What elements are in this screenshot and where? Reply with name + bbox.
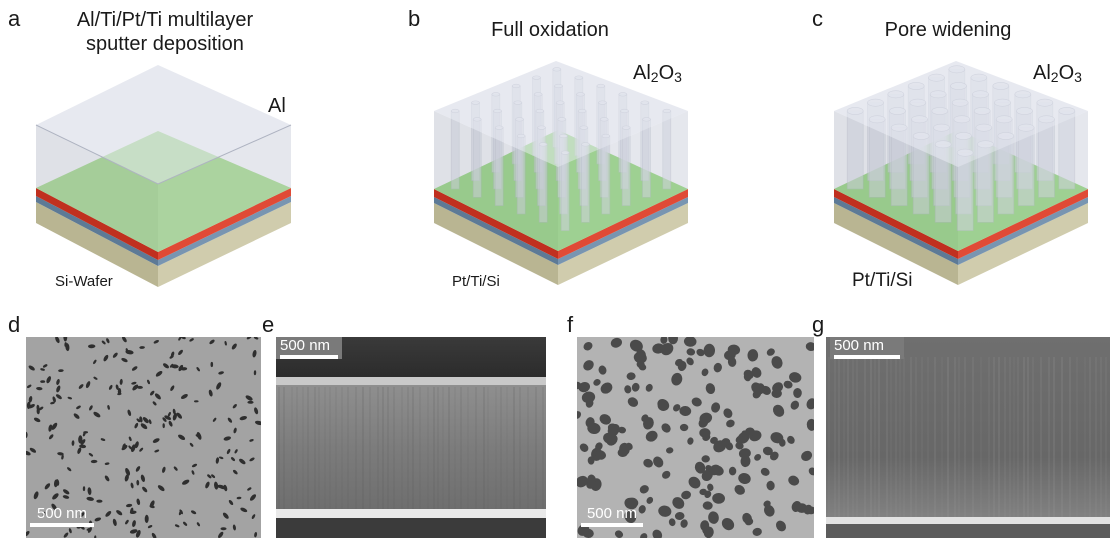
sem-g-crosssection <box>826 337 1110 538</box>
sem-image-f: 500 nm <box>577 337 814 538</box>
scale-bar-d-label: 500 nm <box>36 505 88 522</box>
bottom-label-c: Pt/Ti/Si <box>852 270 913 291</box>
al-block-right <box>158 125 291 252</box>
sem-image-e: 500 nm <box>276 337 546 538</box>
layer-label-al2o3-c: Al2O3 <box>1033 62 1082 85</box>
blue-layer-left <box>36 196 158 266</box>
panel-a-title-line2: sputter deposition <box>86 33 244 55</box>
schematic-c <box>834 61 1088 285</box>
sem-image-d: 500 nm <box>26 337 261 538</box>
bottom-label-b: Pt/Ti/Si <box>452 273 500 290</box>
red-layer-right <box>158 188 291 260</box>
schematic-a <box>35 65 292 287</box>
sem-d-pores <box>26 337 261 538</box>
scale-bar-d: 500 nm <box>30 505 94 527</box>
scale-bar-f-label: 500 nm <box>586 505 638 522</box>
panel-letter-g: g <box>812 312 825 337</box>
panel-c-title: Pore widening <box>884 19 1012 41</box>
substrate-right <box>158 202 291 287</box>
panel-letter-b: b <box>408 6 421 31</box>
scale-bar-e: 500 nm <box>276 337 342 359</box>
scale-bar-f: 500 nm <box>581 505 643 527</box>
layer-label-al: Al <box>268 95 286 117</box>
red-layer-left <box>36 188 158 260</box>
al-block-top <box>36 65 291 184</box>
green-layer-top <box>36 131 291 252</box>
panel-letter-a: a <box>8 6 21 31</box>
panel-letter-e: e <box>262 312 275 337</box>
bottom-label-a: Si-Wafer <box>55 273 113 290</box>
panel-letter-f: f <box>567 312 574 337</box>
sem-image-g: 500 nm <box>826 337 1110 538</box>
sem-e-crosssection <box>276 337 546 538</box>
panel-letter-c: c <box>812 6 823 31</box>
panel-a-title-line1: Al/Ti/Pt/Ti multilayer <box>76 9 254 31</box>
panel-a-title: Al/Ti/Pt/Ti multilayer sputter depositio… <box>40 8 290 56</box>
al-block-left <box>36 125 158 252</box>
schematic-b <box>434 61 688 285</box>
substrate-left <box>36 202 158 287</box>
scale-bar-e-label: 500 nm <box>280 337 331 354</box>
sem-f-pores <box>577 337 814 538</box>
scale-bar-g: 500 nm <box>830 337 904 359</box>
panel-b-title: Full oxidation <box>491 19 609 41</box>
panel-letter-d: d <box>8 312 21 337</box>
blue-layer-right <box>158 196 291 266</box>
layer-label-al2o3-b: Al2O3 <box>633 62 682 85</box>
scale-bar-g-label: 500 nm <box>834 337 885 354</box>
